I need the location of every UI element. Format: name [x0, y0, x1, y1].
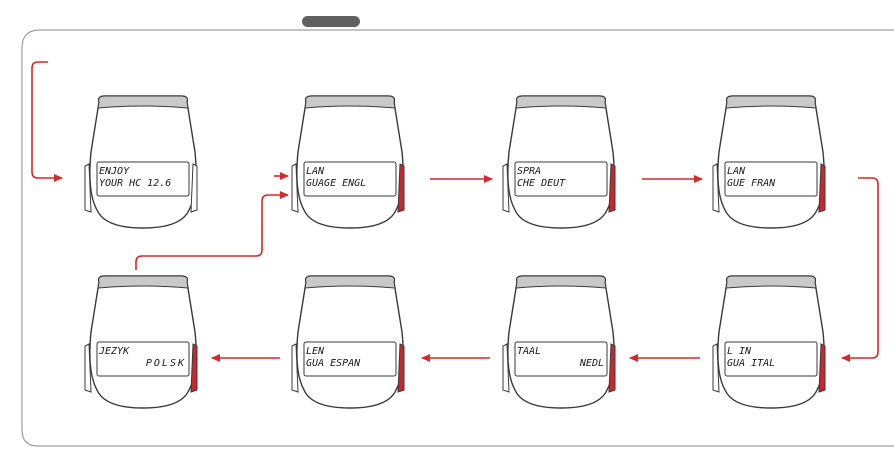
device-right-button — [608, 343, 616, 393]
lcd-line-1: LAN — [306, 166, 325, 177]
device-bezel-top — [725, 95, 817, 109]
arrow-french-to-italian — [841, 177, 879, 362]
device-french: LAN GUE FRAN — [712, 95, 826, 229]
device-bezel-top — [304, 95, 396, 109]
device-left-button — [502, 163, 510, 213]
tab-marker-icon — [302, 16, 360, 27]
lcd-line-1: L IN — [727, 346, 752, 357]
device-right-button — [397, 343, 405, 393]
lcd-line-1: JEZYK — [98, 346, 130, 357]
device-lcd — [96, 161, 190, 197]
arrow-polish-to-english — [135, 191, 289, 270]
device-polish: JEZYK POLSK — [84, 275, 198, 409]
lcd-line-1: ENJOY — [99, 166, 130, 177]
diagram-frame — [21, 29, 894, 447]
arrow-loop-start — [31, 61, 63, 182]
device-spanish: LEN GUA ESPAN — [291, 275, 405, 409]
device-start: ENJOY YOUR HC 12.6 — [84, 95, 198, 229]
device-lcd — [724, 161, 818, 197]
device-right-button — [818, 163, 826, 213]
device-bezel-top — [97, 95, 189, 109]
device-right-button — [818, 343, 826, 393]
device-left-button — [502, 343, 510, 393]
device-left-button — [84, 343, 92, 393]
lcd-line-2: CHE DEUT — [517, 178, 566, 189]
device-lcd — [303, 161, 397, 197]
lcd-line-2: NEDL — [579, 358, 604, 369]
lcd-line-1: TAAL — [517, 346, 541, 357]
device-bezel-top — [515, 95, 607, 109]
device-bezel-top — [97, 275, 189, 289]
device-left-button — [712, 343, 720, 393]
device-bezel-top — [725, 275, 817, 289]
device-left-button — [291, 163, 299, 213]
device-right-button — [397, 163, 405, 213]
lcd-line-2: GUA ITAL — [727, 358, 775, 369]
lcd-line-1: SPRA — [517, 166, 541, 177]
device-lcd — [514, 341, 608, 377]
lcd-line-2: POLSK — [146, 358, 186, 369]
flow-arrows — [31, 61, 879, 362]
device-lcd — [303, 341, 397, 377]
lcd-line-1: LAN — [727, 166, 746, 177]
device-right-button — [608, 163, 616, 213]
device-lcd — [514, 161, 608, 197]
device-left-button — [84, 163, 92, 213]
device-german: SPRA CHE DEUT — [502, 95, 616, 229]
device-english: LAN GUAGE ENGL — [291, 95, 405, 229]
lcd-line-1: LEN — [306, 346, 325, 357]
device-left-button — [291, 343, 299, 393]
device-bezel-top — [304, 275, 396, 289]
lcd-line-2: GUE FRAN — [727, 178, 776, 189]
device-lcd — [96, 341, 190, 377]
device-lcd — [724, 341, 818, 377]
device-dutch: TAAL NEDL — [502, 275, 616, 409]
lcd-line-2: GUA ESPAN — [306, 358, 361, 369]
device-italian: L IN GUA ITAL — [712, 275, 826, 409]
lcd-line-2: GUAGE ENGL — [306, 178, 366, 189]
lcd-line-2: YOUR HC 12.6 — [99, 178, 171, 189]
device-right-button — [190, 343, 198, 393]
device-bezel-top — [515, 275, 607, 289]
device-left-button — [712, 163, 720, 213]
device-right-button — [190, 163, 198, 213]
